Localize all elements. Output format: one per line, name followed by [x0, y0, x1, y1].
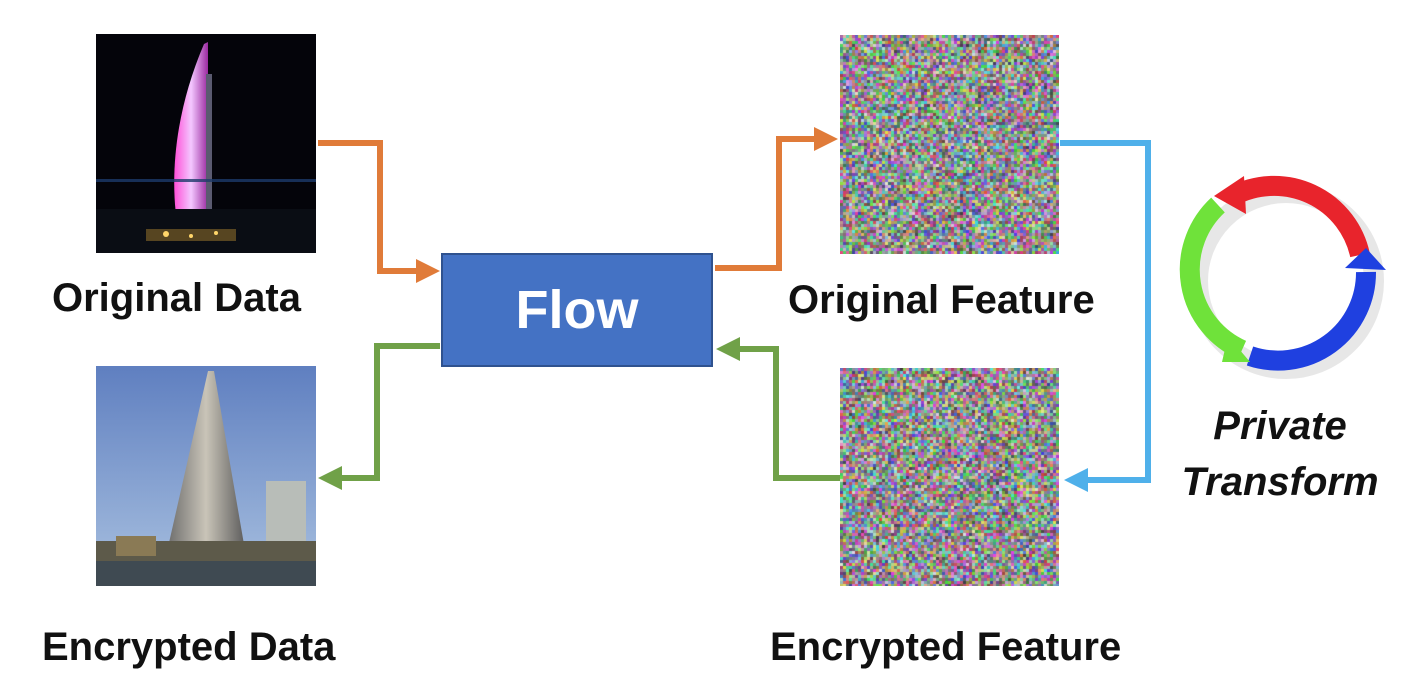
original-feature-label: Original Feature: [788, 278, 1095, 322]
tower-night-photo: [96, 34, 316, 253]
tower-day-photo: [96, 366, 316, 586]
original-feature-image: [840, 35, 1059, 254]
noise-texture: [840, 35, 1059, 254]
private-transform-label: Private Transform: [1160, 398, 1400, 510]
arrow-flow-to-original-feature: [715, 127, 838, 271]
noise-texture: [840, 368, 1059, 586]
private-transform-line1: Private: [1213, 404, 1347, 448]
flow-label: Flow: [515, 280, 639, 340]
circular-arrows-icon: [1179, 175, 1386, 379]
arrow-flow-to-encrypted-data: [318, 343, 440, 490]
arrow-original-data-to-flow: [318, 140, 440, 283]
private-transform-line2: Transform: [1181, 460, 1379, 504]
encrypted-data-image: [96, 366, 316, 586]
original-data-image: [96, 34, 316, 253]
encrypted-feature-label: Encrypted Feature: [770, 625, 1122, 669]
original-data-label: Original Data: [52, 276, 301, 320]
arrow-encrypted-feature-to-flow: [716, 337, 840, 481]
arrow-private-transform: [1060, 140, 1151, 492]
encrypted-data-label: Encrypted Data: [42, 625, 336, 669]
flow-box: Flow: [441, 253, 713, 367]
encrypted-feature-image: [840, 368, 1059, 586]
